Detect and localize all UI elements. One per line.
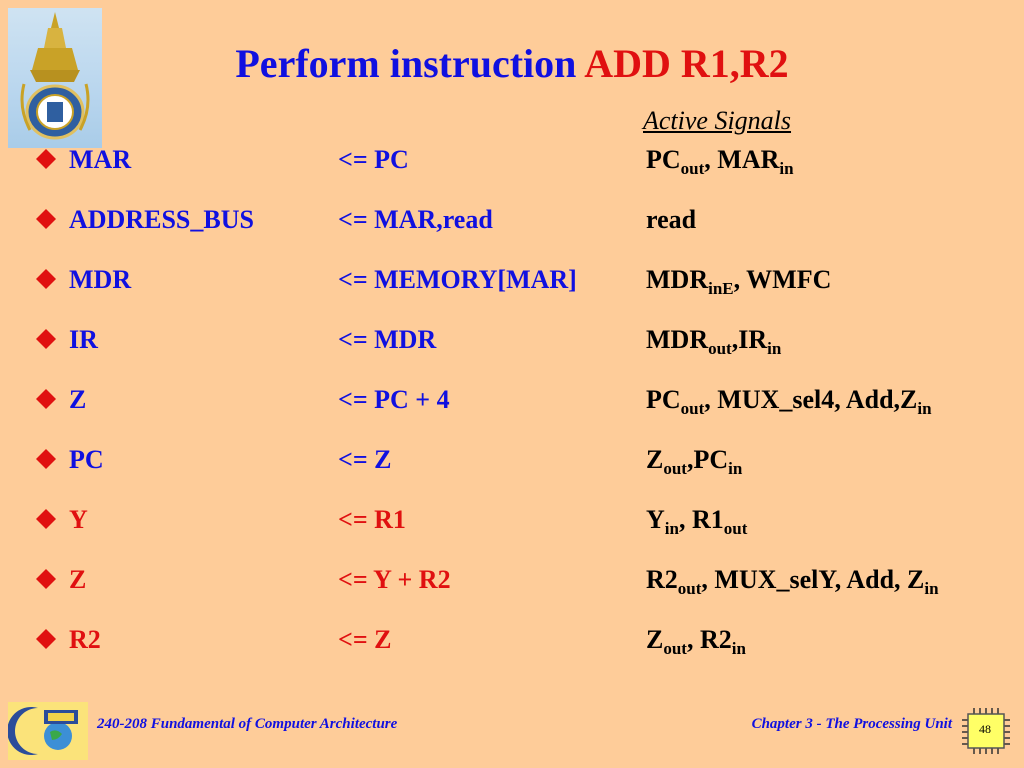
diamond-bullet-icon — [36, 329, 56, 349]
transfer-operation: <= PC + 4 — [338, 385, 450, 414]
active-signals: Zout, R2in — [646, 625, 746, 658]
chip-icon — [958, 706, 1012, 756]
active-signals: Yin, R1out — [646, 505, 748, 538]
footer-course-title: 240-208 Fundamental of Computer Architec… — [97, 716, 398, 732]
instruction-step-row: R2 <= Z Zout, R2in — [0, 625, 1024, 665]
diamond-bullet-icon — [36, 569, 56, 589]
title-prefix: Perform instruction — [235, 41, 585, 86]
instruction-step-row: PC <= Z Zout,PCin — [0, 445, 1024, 485]
diamond-bullet-icon — [36, 509, 56, 529]
diamond-bullet-icon — [36, 269, 56, 289]
active-signals: read — [646, 205, 697, 234]
destination-register: ADDRESS_BUS — [69, 205, 254, 234]
instruction-step-row: MDR <= MEMORY[MAR] MDRinE, WMFC — [0, 265, 1024, 305]
destination-register: PC — [69, 445, 104, 474]
active-signals: R2out, MUX_selY, Add, Zin — [646, 565, 939, 598]
diamond-bullet-icon — [36, 449, 56, 469]
transfer-operation: <= MEMORY[MAR] — [338, 265, 577, 294]
active-signals: Zout,PCin — [646, 445, 743, 478]
faculty-logo — [8, 702, 88, 760]
instruction-step-row: Z <= PC + 4 PCout, MUX_sel4, Add,Zin — [0, 385, 1024, 425]
active-signals: PCout, MUX_sel4, Add,Zin — [646, 385, 932, 418]
slide-title: Perform instruction ADD R1,R2 — [0, 40, 1024, 87]
destination-register: Z — [69, 385, 87, 414]
destination-register: MDR — [69, 265, 132, 294]
instruction-step-row: ADDRESS_BUS <= MAR,read read — [0, 205, 1024, 245]
diamond-bullet-icon — [36, 629, 56, 649]
active-signals: PCout, MARin — [646, 145, 794, 178]
destination-register: R2 — [69, 625, 101, 654]
destination-register: MAR — [69, 145, 132, 174]
instruction-step-row: IR <= MDR MDRout,IRin — [0, 325, 1024, 365]
active-signals: MDRinE, WMFC — [646, 265, 832, 298]
destination-register: IR — [69, 325, 98, 354]
active-signals: MDRout,IRin — [646, 325, 782, 358]
destination-register: Z — [69, 565, 87, 594]
transfer-operation: <= Z — [338, 625, 392, 654]
instruction-step-row: Z <= Y + R2 R2out, MUX_selY, Add, Zin — [0, 565, 1024, 605]
destination-register: Y — [69, 505, 88, 534]
instruction-step-row: MAR <= PC PCout, MARin — [0, 145, 1024, 185]
transfer-operation: <= PC — [338, 145, 409, 174]
instruction-step-row: Y <= R1 Yin, R1out — [0, 505, 1024, 545]
transfer-operation: <= MAR,read — [338, 205, 493, 234]
transfer-operation: <= MDR — [338, 325, 437, 354]
footer-chapter-title: Chapter 3 - The Processing Unit — [751, 716, 952, 732]
transfer-operation: <= Y + R2 — [338, 565, 451, 594]
active-signals-header: Active Signals — [643, 106, 792, 135]
diamond-bullet-icon — [36, 389, 56, 409]
page-number: 48 — [979, 722, 991, 736]
transfer-operation: <= Z — [338, 445, 392, 474]
diamond-bullet-icon — [36, 149, 56, 169]
transfer-operation: <= R1 — [338, 505, 406, 534]
diamond-bullet-icon — [36, 209, 56, 229]
university-emblem-logo — [8, 8, 102, 148]
title-instruction: ADD R1,R2 — [584, 41, 789, 86]
